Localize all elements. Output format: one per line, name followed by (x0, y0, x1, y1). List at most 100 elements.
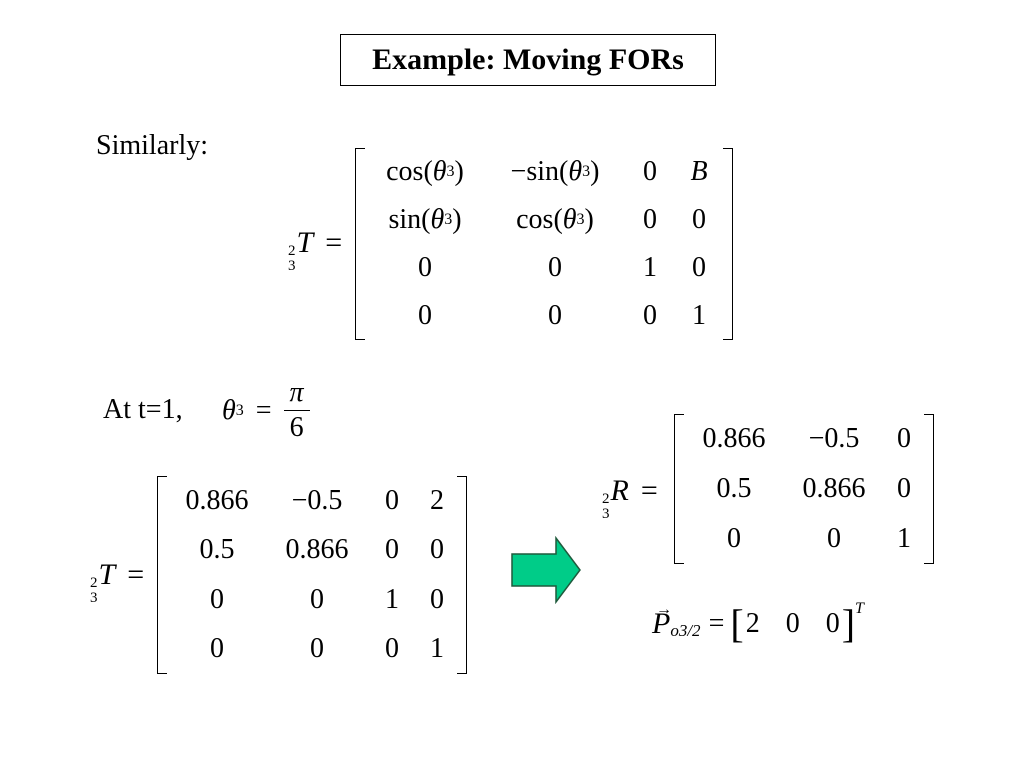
matrix-cell: 0.866 (185, 484, 249, 516)
matrix-cell: 0 (310, 633, 324, 665)
matrix-cell: 0 (625, 196, 675, 244)
cell-close: ) (452, 204, 462, 235)
cell-value: 0 (643, 300, 657, 331)
theta-symbol: θ (222, 394, 236, 426)
cell-value: 0 (548, 252, 562, 283)
matrix-general-right-bracket (723, 148, 733, 340)
cell-value: 1 (692, 300, 706, 331)
matrix-cell: 0 (485, 292, 625, 340)
cell-value: 0 (692, 204, 706, 235)
matrix-cell: 0 (485, 244, 625, 292)
cell-close: ) (590, 156, 600, 187)
matrix-general-left-bracket (355, 148, 365, 340)
matrix-cell: 0 (625, 292, 675, 340)
cell-value: 0 (418, 300, 432, 331)
matrix-cell: 2 (430, 484, 444, 516)
matrix-numeric-symbol: T (98, 558, 116, 591)
cell-function: −sin( (510, 156, 569, 187)
cell-value: 0 (418, 252, 432, 283)
cell-variable: θ (430, 204, 445, 235)
matrix-cell: 0 (675, 244, 723, 292)
cell-variable: θ (432, 156, 447, 187)
cell-value: 0 (643, 156, 657, 187)
position-vector-close-bracket: ] (841, 601, 856, 646)
matrix-cell: 0 (675, 196, 723, 244)
matrix-general-equals: = (325, 226, 343, 259)
vector-entry: 0 (825, 608, 840, 639)
position-vector-equals: = (708, 608, 725, 639)
matrix-cell: 1 (625, 244, 675, 292)
fraction-bar (283, 410, 310, 411)
matrix-numeric-pre-sub: 3 (90, 590, 98, 606)
matrix-cell: 1 (897, 523, 911, 554)
matrix-general-pre-sub: 3 (288, 258, 296, 274)
right-arrow-icon (511, 536, 581, 604)
matrix-cell: −0.5 (808, 423, 860, 454)
theta-numerator: π (289, 377, 304, 408)
matrix-cell: −0.5 (291, 484, 343, 516)
matrix-cell: 0 (625, 148, 675, 196)
matrix-cell: 1 (430, 633, 444, 665)
matrix-rotation-lhs: 2 3 R= (602, 474, 658, 522)
matrix-numeric-prescripts: 2 3 (90, 576, 98, 606)
cell-value: 0 (643, 204, 657, 235)
similarly-label: Similarly: (96, 130, 208, 161)
matrix-numeric-right-bracket (457, 476, 467, 674)
cell-variable: θ (562, 204, 577, 235)
matrix-cell: 0.5 (716, 473, 752, 504)
cell-subscript: 3 (582, 163, 591, 180)
at-t-label: At t=1, (103, 394, 183, 425)
matrix-cell: 0 (210, 583, 224, 615)
matrix-cell: 0.866 (702, 423, 766, 454)
matrix-numeric-pre-sup: 2 (90, 575, 98, 591)
theta-equals: = (255, 394, 272, 426)
matrix-cell: 0.866 (802, 473, 866, 504)
matrix-numeric-left-bracket (157, 476, 167, 674)
position-vector-subscript: o3/2 (670, 621, 701, 640)
cell-value: 1 (643, 252, 657, 283)
matrix-rotation-pre-sup: 2 (602, 491, 610, 507)
matrix-cell: 0 (897, 473, 911, 504)
cell-close: ) (584, 204, 594, 235)
matrix-cell: B (675, 148, 723, 196)
matrix-rotation-symbol: R (610, 474, 629, 507)
vector-entry: 0 (785, 608, 800, 639)
cell-function: cos( (516, 204, 563, 235)
position-vector-symbol: P (652, 607, 671, 640)
position-vector-symbol-wrap: → P (652, 601, 672, 641)
matrix-rotation-prescripts: 2 3 (602, 492, 610, 522)
slide-title: Example: Moving FORs (340, 34, 716, 86)
cell-value: 0 (692, 252, 706, 283)
matrix-numeric-lhs: 2 3 T= (90, 558, 144, 606)
matrix-cell: 0 (210, 633, 224, 665)
matrix-general-symbol: T (296, 226, 314, 259)
cell-close: ) (454, 156, 464, 187)
theta-fraction: π 6 (283, 377, 310, 443)
position-vector-transpose: T (855, 600, 864, 617)
cell-variable: θ (568, 156, 583, 187)
cell-subscript: 3 (446, 163, 455, 180)
matrix-cell: 0 (385, 484, 399, 516)
matrix-cell: 0 (430, 534, 444, 566)
theta-denominator: 6 (289, 412, 304, 443)
matrix-cell: 0 (310, 583, 324, 615)
matrix-rotation-left-bracket (674, 414, 684, 564)
matrix-cell: 0.5 (199, 534, 235, 566)
cell-subscript: 3 (444, 211, 453, 228)
vector-arrow: → (656, 601, 672, 618)
matrix-rotation-pre-sub: 3 (602, 506, 610, 522)
cell-subscript: 3 (576, 211, 585, 228)
cell-value: 0 (548, 300, 562, 331)
matrix-cell: 0 (897, 423, 911, 454)
